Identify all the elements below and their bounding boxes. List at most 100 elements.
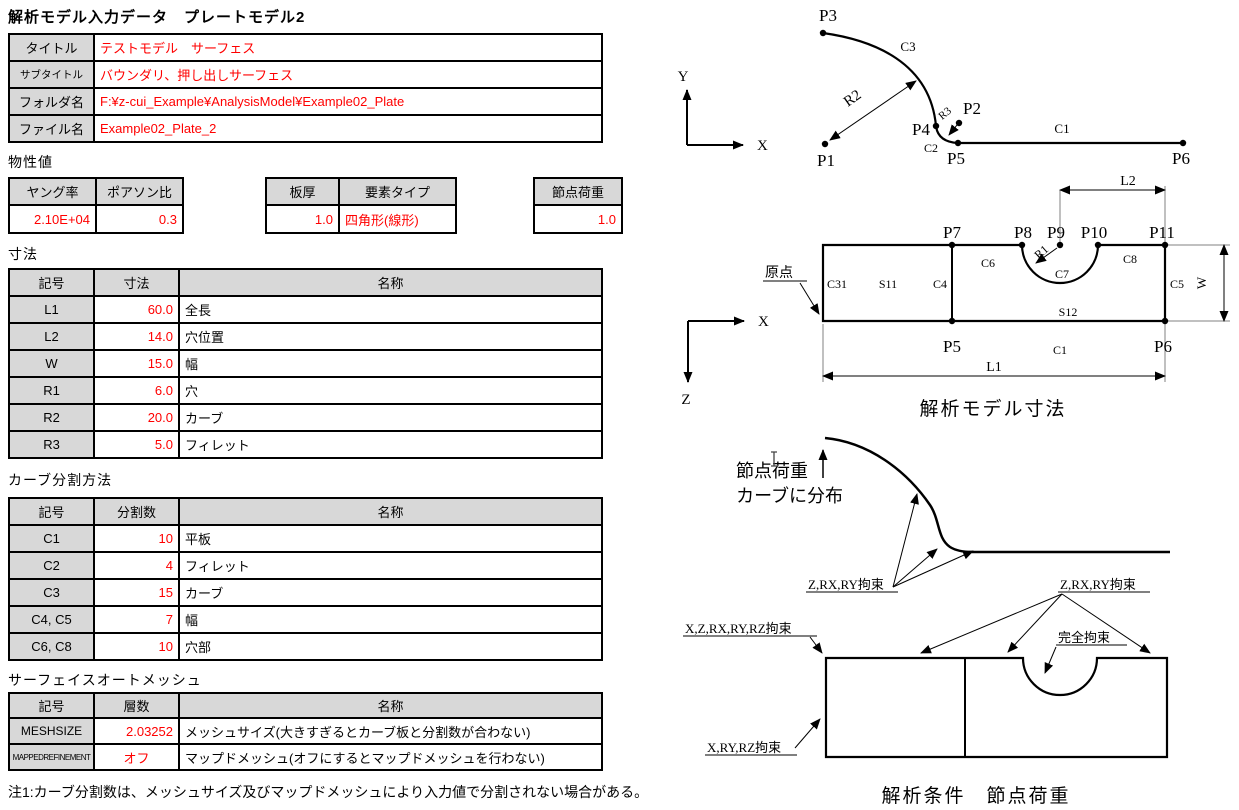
curve-symbol: C3: [8, 578, 95, 607]
point-p10: [1094, 241, 1102, 249]
table-row: L2 14.0 穴位置: [8, 322, 603, 351]
curve-symbol: C6, C8: [8, 632, 95, 661]
point-p9: [1056, 241, 1064, 249]
constraint-full-label: 完全拘束: [1058, 630, 1110, 645]
p2-label: P2: [963, 99, 981, 118]
element-type-value[interactable]: 四角形(線形): [338, 204, 457, 234]
curve-divisions[interactable]: 15: [93, 578, 180, 607]
plate-outline: [824, 656, 1169, 759]
load-label-line2: カーブに分布: [736, 485, 843, 506]
p6-label: P6: [1172, 149, 1190, 168]
dim-value[interactable]: 20.0: [93, 403, 180, 432]
section-heading-material: 物性値: [8, 154, 53, 170]
r3-arrow: [948, 124, 959, 136]
r2-label: R2: [841, 87, 865, 110]
footnote: 注1:カーブ分割数は、メッシュサイズ及びマップドメッシュにより入力値で分割されな…: [8, 784, 649, 800]
s12-label: S12: [1059, 305, 1078, 319]
col-header-symbol: 記号: [8, 692, 95, 719]
axis-label-y: Y: [678, 69, 689, 85]
c2-label: C2: [924, 141, 938, 155]
dim-value[interactable]: 6.0: [93, 376, 180, 405]
point-p5: [954, 139, 962, 147]
l1-label: L1: [986, 360, 1002, 375]
dimensions-table: 記号 寸法 名称 L1 60.0 全長 L2 14.0 穴位置 W 15.0 幅…: [8, 268, 603, 459]
info-value-subtitle[interactable]: バウンダリ、押し出しサーフェス: [93, 60, 603, 89]
meshsize-value[interactable]: 2.03252: [93, 717, 180, 745]
constraint-arrow: [794, 718, 821, 749]
curve-symbol: C4, C5: [8, 605, 95, 634]
constraint-curve-label: Z,RX,RY拘束: [808, 577, 884, 592]
curve-name: 幅: [178, 605, 603, 634]
mappedrefinement-value[interactable]: オフ: [93, 743, 180, 771]
info-value-folder[interactable]: F:¥z-cui_Example¥AnalysisModel¥Example02…: [93, 87, 603, 116]
curve-divisions[interactable]: 7: [93, 605, 180, 634]
dim-value[interactable]: 15.0: [93, 349, 180, 378]
constraint-arrow: [920, 593, 1063, 654]
curve-name: フィレット: [178, 551, 603, 580]
c1-label: C1: [1053, 343, 1067, 357]
page-title: 解析モデル入力データ プレートモデル2: [8, 9, 306, 26]
thickness-header: 板厚: [265, 177, 340, 206]
table-row: R2 20.0 カーブ: [8, 403, 603, 432]
axis-label-z: Z: [681, 392, 690, 408]
point-p6: [1161, 317, 1169, 325]
c1-label: C1: [1054, 121, 1069, 136]
thickness-value[interactable]: 1.0: [265, 204, 340, 234]
dim-value[interactable]: 60.0: [93, 295, 180, 324]
c5-label: C5: [1170, 277, 1184, 291]
info-value-title[interactable]: テストモデル サーフェス: [93, 33, 603, 62]
r2-dimension-arrow: [829, 80, 917, 141]
element-type-header: 要素タイプ: [338, 177, 457, 206]
poisson-value[interactable]: 0.3: [95, 204, 184, 234]
p11-label: P11: [1149, 223, 1175, 242]
table-row: ファイル名 Example02_Plate_2: [8, 114, 603, 143]
meshsize-symbol: MESHSIZE: [8, 717, 95, 745]
info-label-title: タイトル: [8, 33, 95, 62]
point-p1: [821, 140, 829, 148]
table-row: タイトル テストモデル サーフェス: [8, 33, 603, 62]
table-row: R1 6.0 穴: [8, 376, 603, 405]
p5-label: P5: [943, 337, 961, 356]
load-curve: [824, 436, 1170, 554]
col-header-layers: 層数: [93, 692, 180, 719]
p5-label: P5: [947, 149, 965, 168]
material-table-thickness: 板厚 要素タイプ 1.0 四角形(線形): [265, 177, 457, 234]
curve-divisions[interactable]: 4: [93, 551, 180, 580]
col-header-value: 寸法: [93, 268, 180, 297]
table-row: R3 5.0 フィレット: [8, 430, 603, 459]
c7-label: C7: [1055, 267, 1069, 281]
section-heading-dimensions: 寸法: [8, 246, 38, 262]
dim-name: 全長: [178, 295, 603, 324]
young-modulus-header: ヤング率: [8, 177, 97, 206]
col-header-symbol: 記号: [8, 497, 95, 526]
material-table-load: 節点荷重 1.0: [533, 177, 623, 234]
point-p2: [955, 119, 963, 127]
point-p5: [948, 317, 956, 325]
curve-divisions[interactable]: 10: [93, 524, 180, 553]
section-heading-automesh: サーフェイスオートメッシュ: [8, 672, 202, 688]
young-modulus-value[interactable]: 2.10E+04: [8, 204, 97, 234]
curve-c3: [822, 31, 938, 127]
r1-arrow: [1035, 247, 1058, 264]
constraint-arrow: [892, 493, 919, 588]
mappedrefinement-symbol: MAPPEDREFINEMENT: [8, 743, 95, 771]
ibeam-cursor: [771, 451, 777, 467]
p8-label: P8: [1014, 223, 1032, 242]
p7-label: P7: [943, 223, 961, 242]
table-row: MAPPEDREFINEMENT オフ マップドメッシュ(オフにするとマップドメ…: [8, 743, 603, 771]
dim-value[interactable]: 14.0: [93, 322, 180, 351]
point-p11: [1161, 241, 1169, 249]
constraint-arrow: [1044, 646, 1057, 674]
constraint-bottom-left-label: X,RY,RZ拘束: [707, 740, 781, 755]
dim-value[interactable]: 5.0: [93, 430, 180, 459]
poisson-header: ポアソン比: [95, 177, 184, 206]
dim-symbol: R3: [8, 430, 95, 459]
dim-name: 穴: [178, 376, 603, 405]
col-header-name: 名称: [178, 692, 603, 719]
col-header-symbol: 記号: [8, 268, 95, 297]
table-row: フォルダ名 F:¥z-cui_Example¥AnalysisModel¥Exa…: [8, 87, 603, 116]
curve-divisions[interactable]: 10: [93, 632, 180, 661]
nodal-load-value[interactable]: 1.0: [533, 204, 623, 234]
info-value-file[interactable]: Example02_Plate_2: [93, 114, 603, 143]
dim-symbol: L1: [8, 295, 95, 324]
